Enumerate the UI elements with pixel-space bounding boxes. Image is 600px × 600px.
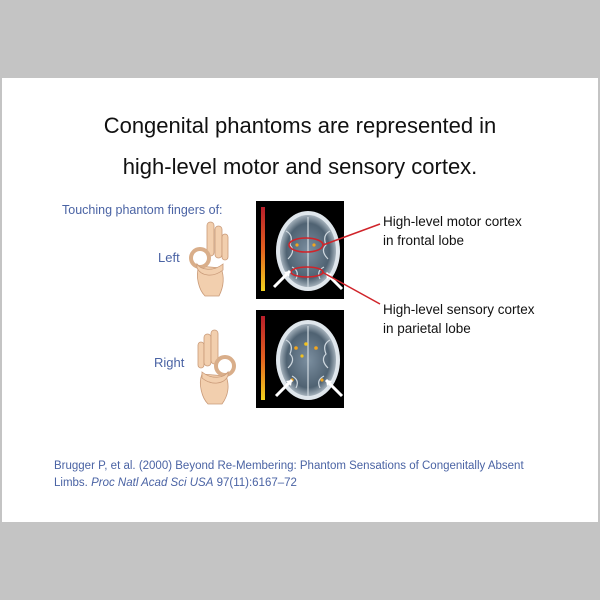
slide-title-line-2: high-level motor and sensory cortex. [122, 154, 478, 179]
right-hand-label: Right [154, 355, 185, 370]
motor-cortex-callout: High-level motor cortex in frontal lobe [383, 212, 522, 250]
left-hand-label: Left [158, 250, 180, 265]
right-hand-ok-gesture-image [197, 329, 236, 405]
slide: Congenital phantoms are represented in h… [2, 78, 598, 522]
citation-authors-title: Brugger P, et al. (2000) Beyond Re-Membe… [54, 460, 524, 489]
motor-callout-line-1: High-level motor cortex [383, 214, 522, 229]
sensory-callout-line-1: High-level sensory cortex [383, 302, 535, 317]
citation-journal: Proc Natl Acad Sci USA [91, 477, 214, 489]
citation: Brugger P, et al. (2000) Beyond Re-Membe… [54, 458, 554, 492]
slide-title-line-1: Congenital phantoms are represented in [103, 113, 497, 138]
sensory-callout-line-2: in parietal lobe [383, 321, 471, 336]
brain-scan-right-touch [256, 310, 344, 408]
sensory-cortex-callout: High-level sensory cortex in parietal lo… [383, 300, 535, 338]
left-hand-ok-gesture-image [189, 221, 229, 297]
motor-callout-line-2: in frontal lobe [383, 233, 465, 248]
citation-volume-pages: 97(11):6167–72 [216, 477, 297, 489]
touch-caption: Touching phantom fingers of: [62, 203, 223, 217]
brain-scan-left-touch [256, 201, 344, 299]
